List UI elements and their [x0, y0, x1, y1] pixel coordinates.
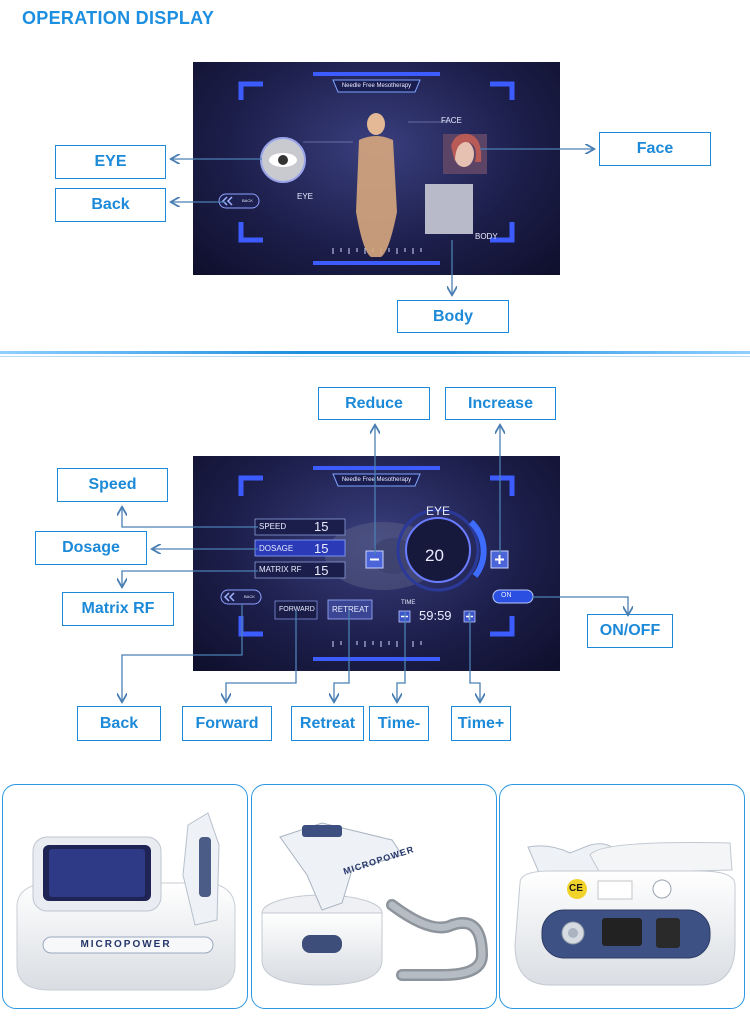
photo-device-front: MICROPOWER [2, 784, 248, 1009]
callout-retreat: Retreat [291, 706, 364, 741]
callout-speed: Speed [57, 468, 168, 502]
eye-option[interactable]: EYE [297, 192, 314, 201]
callout-body: Body [397, 300, 509, 333]
brand-label-front: MICROPOWER [80, 939, 172, 950]
section1-arrows [0, 0, 750, 350]
ce-mark: CE [569, 883, 583, 894]
time-value: 59:59 [419, 608, 452, 623]
device-handpiece-illustration [261, 822, 489, 986]
device-front-illustration [16, 812, 236, 991]
section2-arrows [0, 360, 750, 780]
callout-time-minus: Time- [369, 706, 429, 741]
forward-button[interactable]: FORWARD [279, 606, 315, 613]
retreat-button[interactable]: RETREAT [332, 605, 369, 614]
section-divider-thin [0, 356, 750, 357]
callout-dosage: Dosage [35, 531, 147, 565]
screen-back-button[interactable]: BACK [244, 594, 255, 599]
main-menu-hud [218, 72, 515, 265]
treatment-hud [220, 466, 534, 661]
mode-label: EYE [426, 504, 451, 518]
screen-header: Needle Free Mesotherapy [341, 477, 412, 483]
callout-face: Face [599, 132, 711, 166]
matrix-rf-value: 15 [314, 563, 329, 578]
callout-back: Back [77, 706, 161, 741]
main-menu-screen: Needle Free Mesotherapy EYE FACE BODY BA… [193, 62, 560, 275]
treatment-screen: Needle Free Mesotherapy EYE SPEED 15 DOS… [193, 456, 560, 671]
body-option[interactable]: BODY [475, 232, 498, 241]
photo-device-handpiece: MICROPOWER [251, 784, 497, 1009]
callout-time-plus: Time+ [451, 706, 511, 741]
speed-value: 15 [314, 519, 329, 534]
callout-forward: Forward [182, 706, 272, 741]
callout-matrix-rf: Matrix RF [62, 592, 174, 626]
device-rear-illustration [514, 842, 736, 986]
callout-back: Back [55, 188, 166, 222]
time-label: TIME [401, 600, 416, 606]
photo-device-rear: CE [499, 784, 745, 1009]
level-value: 20 [425, 546, 444, 565]
on-toggle[interactable]: ON [501, 592, 512, 599]
dosage-value: 15 [314, 541, 329, 556]
dosage-label[interactable]: DOSAGE [259, 544, 294, 553]
matrix-rf-label[interactable]: MATRIX RF [259, 565, 302, 574]
screen-back-button[interactable]: BACK [242, 198, 253, 203]
speed-label[interactable]: SPEED [259, 522, 287, 531]
callout-increase: Increase [445, 387, 556, 420]
callout-reduce: Reduce [318, 387, 430, 420]
face-option[interactable]: FACE [441, 116, 462, 125]
callout-eye: EYE [55, 145, 166, 179]
section-divider [0, 351, 750, 354]
section-title: OPERATION DISPLAY [22, 8, 215, 28]
screen-header: Needle Free Mesotherapy [341, 83, 412, 89]
